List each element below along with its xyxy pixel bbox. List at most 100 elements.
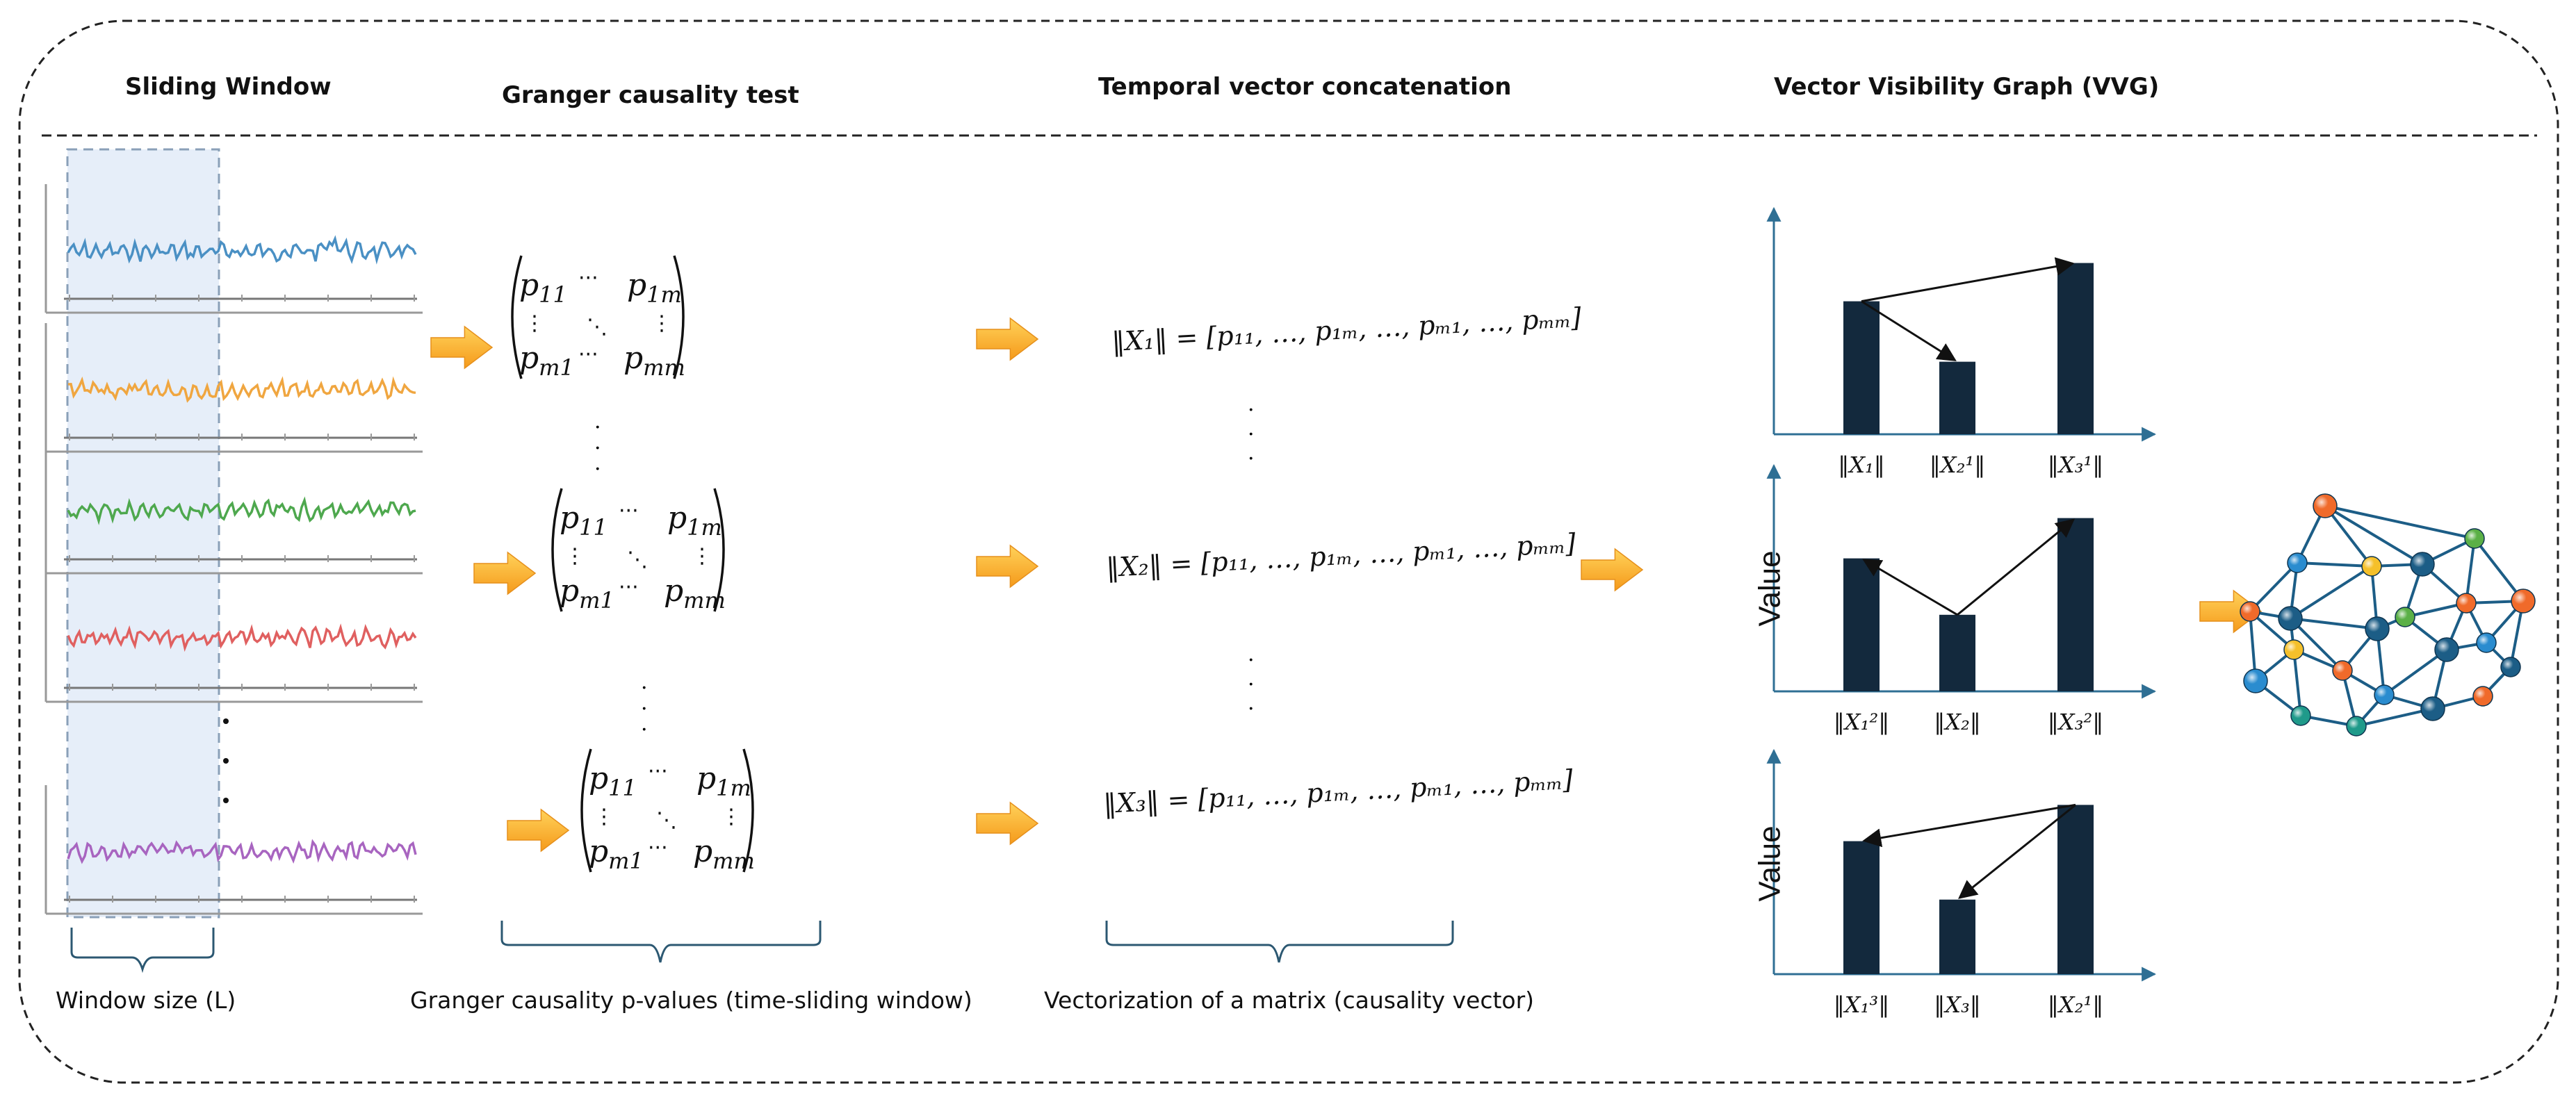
vector-norm-label: ‖X₁‖ [1111,323,1177,357]
vvg-bar-label: ‖X₂‖ [1934,709,1981,735]
granger-brace [500,921,822,963]
vvg-ylabel-2: Value [1752,550,1787,627]
time-series-line [67,235,417,265]
ellipsis-dot [223,798,229,803]
network-node-highlight [2435,638,2459,661]
header-vvg: Vector Visibility Graph (VVG) [1774,73,2160,101]
network-node-highlight [2421,697,2445,721]
vvg-bar-label: ‖X₃¹‖ [2048,452,2103,478]
network-edge [2356,707,2434,727]
vvg-bar-label: ‖X₂¹‖ [2048,992,2103,1018]
network-node-highlight [2244,669,2267,693]
network-node-highlight [2313,494,2337,518]
footer-vectorization: Vectorization of a matrix (causality vec… [1044,987,1535,1014]
causality-vector: ‖X₁‖ = [p₁₁, …, p₁ₘ, …, pₘ₁, …, pₘₘ] [1111,302,1582,357]
network-edge [2297,561,2372,568]
vector-components: = [p₁₁, …, p₁ₘ, …, pₘ₁, …, pₘₘ] [1169,528,1576,580]
network-node-highlight [2365,617,2389,641]
network-node-highlight [2279,607,2302,630]
vector-brace [1105,921,1454,963]
right-arrow-icon [1581,548,1644,592]
visibility-edge [1958,804,2076,899]
vvg-bar-label: ‖X₂¹‖ [1930,452,1985,478]
ellipsis: · [594,457,601,482]
ellipsis: · [1248,648,1255,673]
matrix-entry: pm1 [560,573,614,614]
matrix-hdots: ··· [578,343,598,367]
time-series-line [67,376,416,403]
matrix-vdots: ⋮ [721,805,742,829]
matrix-entry: p1m [667,500,722,541]
ellipsis: · [641,697,648,721]
network-edge [2289,565,2373,620]
network-edge [2465,538,2476,604]
network-edge [2324,504,2424,566]
right-arrow-icon [976,801,1039,846]
network-node-highlight [2411,552,2434,576]
ellipsis: · [1248,447,1255,471]
network-node-highlight [2374,685,2394,705]
network-node-highlight [2333,661,2352,680]
visibility-edge [1861,257,2075,303]
time-series-line [67,839,417,864]
vector-norm-label: ‖X₃‖ [1102,785,1168,819]
vector-components: = [p₁₁, …, p₁ₘ, …, pₘ₁, …, pₘₘ] [1175,302,1582,354]
matrix-ddots: ⋱ [627,548,648,572]
visibility-edge [1862,559,1958,616]
vvg-bar [2057,518,2094,691]
matrix-entry: pmm [623,340,685,381]
right-arrow-icon [976,317,1039,361]
vvg-bar [1939,899,1975,974]
network-node-highlight [2347,716,2366,736]
matrix-entry: p11 [519,268,567,308]
matrix-hdots: ··· [648,836,668,860]
matrix-entry: p11 [589,761,637,801]
header-granger-test: Granger causality test [502,81,799,109]
ellipsis: · [641,718,648,742]
network-edge [2404,602,2467,618]
flow-arrows [430,317,2263,853]
right-arrow-icon [473,551,537,595]
matrix-right-paren [673,255,685,379]
network-node-highlight [2501,657,2520,677]
matrix-entry: p1m [627,268,682,308]
network-node-highlight [2395,607,2415,627]
visibility-edge [1861,300,1957,361]
ellipsis-dot [223,718,229,724]
vvg-bar-label: ‖X₃²‖ [2048,709,2103,735]
vectors-group: ‖X₁‖ = [p₁₁, …, p₁ₘ, …, pₘ₁, …, pₘₘ]‖X₂‖… [1102,302,1582,819]
footer-granger-pvalues: Granger causality p-values (time-sliding… [410,987,972,1014]
vvg-bar-label: ‖X₁‖ [1838,452,1885,478]
ellipsis: · [594,416,601,440]
matrix-vdots: ⋮ [524,311,545,336]
network-node-highlight [2362,557,2381,576]
vvg-bar [2057,805,2094,974]
matrix-entry: pm1 [519,340,574,381]
vvg-bar [2057,263,2094,434]
matrix-hdots: ··· [619,499,639,523]
network-graph-icon [2240,493,2536,737]
ellipsis: · [1248,398,1255,422]
vvg-bar [1939,614,1975,691]
network-edge [2383,648,2448,696]
network-edge [2290,617,2378,630]
vvg-bar-label: ‖X₁²‖ [1834,709,1889,735]
causality-vector: ‖X₂‖ = [p₁₁, …, p₁ₘ, …, pₘ₁, …, pₘₘ] [1105,528,1576,583]
network-node-highlight [2284,640,2304,659]
ellipsis: · [641,676,648,700]
vvg-bar [1939,361,1975,434]
ellipsis: · [1248,673,1255,697]
network-node-highlight [2288,553,2307,573]
matrix-entry: pm1 [589,834,644,874]
time-series-group [44,184,423,915]
matrix-entry: p1m [696,761,751,801]
vvg-panels: ‖X₁‖‖X₂¹‖‖X₃¹‖‖X₁²‖‖X₂‖‖X₃²‖‖X₁³‖‖X₃‖‖X₂… [1766,206,2157,1018]
vvg-ylabel-3: Value [1752,825,1787,902]
matrix-right-paren [713,488,725,612]
